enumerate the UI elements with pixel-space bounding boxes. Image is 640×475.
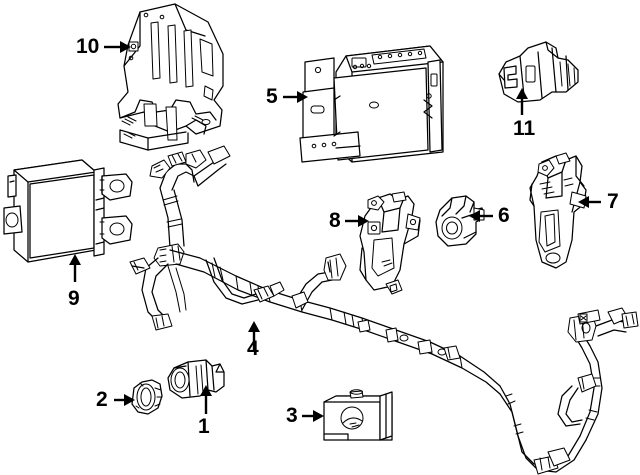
callout-label-7[interactable]: 7: [607, 190, 619, 213]
callout-label-2[interactable]: 2: [96, 388, 108, 411]
part-9-distance-radar-sensor[interactable]: [3, 159, 133, 263]
part-5-electronic-control-unit[interactable]: [299, 45, 444, 163]
callout-label-3[interactable]: 3: [286, 404, 298, 427]
part-4-wiring-harness-front[interactable]: [129, 145, 639, 475]
part-11-wiring-connector[interactable]: [498, 41, 579, 103]
callout-label-5[interactable]: 5: [266, 85, 278, 108]
part-3-control-module-box[interactable]: [323, 389, 393, 441]
part-1-park-assist-sensor[interactable]: [167, 359, 225, 399]
callout-label-1[interactable]: 1: [198, 415, 210, 438]
callout-label-4[interactable]: 4: [247, 337, 259, 360]
callout-label-11[interactable]: 11: [513, 117, 536, 140]
part-2-sensor-retainer-ring[interactable]: [131, 379, 163, 415]
callout-leaders: [69, 41, 601, 422]
part-6-rear-view-camera[interactable]: [435, 195, 485, 247]
callout-label-6[interactable]: 6: [498, 204, 510, 227]
part-10-module-mounting-panel[interactable]: [117, 3, 224, 151]
part-7-camera-mounting-bracket[interactable]: [529, 152, 587, 269]
callout-label-9[interactable]: 9: [68, 287, 80, 310]
callout-label-8[interactable]: 8: [329, 209, 341, 232]
callout-label-10[interactable]: 10: [76, 35, 100, 58]
part-8-sensor-support-bracket[interactable]: [359, 191, 421, 295]
